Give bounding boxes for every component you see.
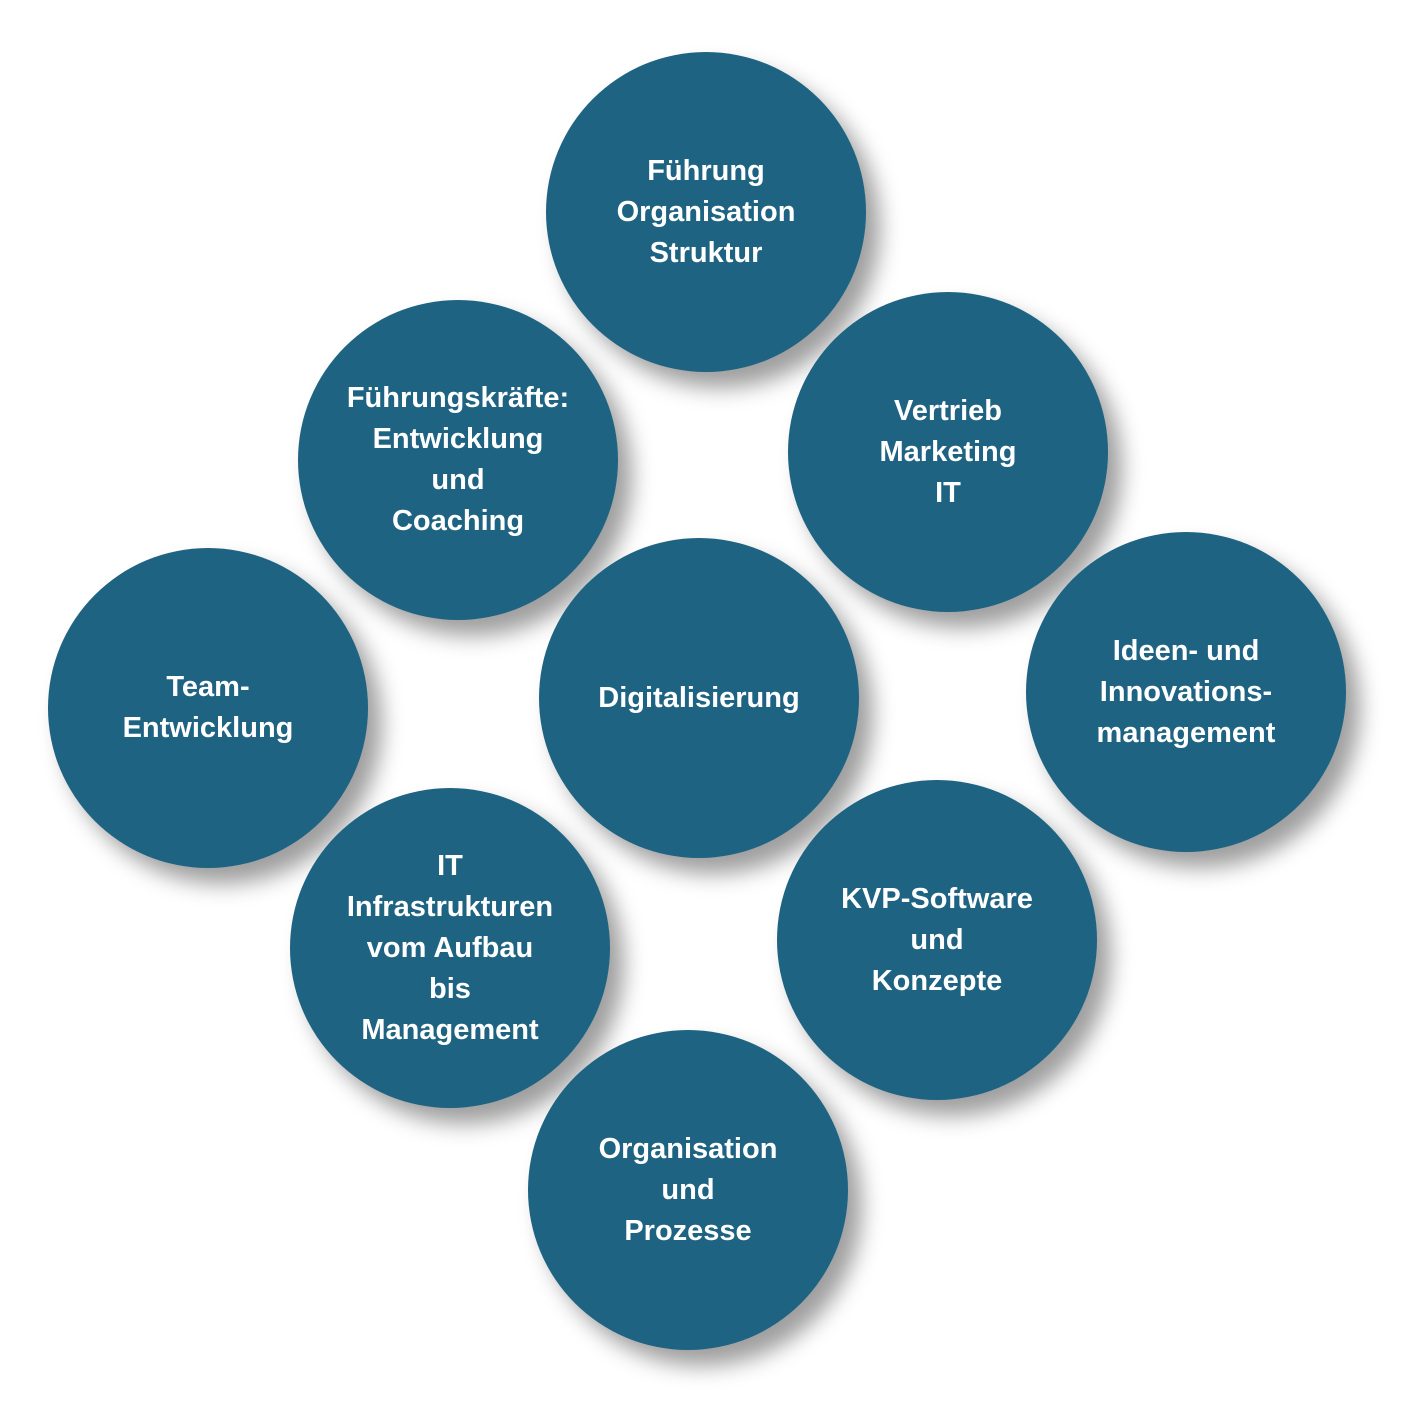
circle-label-line: Vertrieb — [893, 394, 1002, 427]
circle-fuehrung-organisation-struktur: Führung Organisation Struktur — [546, 52, 866, 372]
circle-label-line: Struktur — [649, 236, 763, 269]
circle-label-line: vom Aufbau — [366, 931, 534, 964]
circle-label-line: und — [661, 1173, 715, 1206]
circle-label-line: und — [431, 464, 485, 496]
circle-vertrieb-marketing-it: Vertrieb Marketing IT — [788, 292, 1108, 612]
circle-label-line: IT — [935, 476, 961, 509]
circle-label-line: Team- — [166, 671, 250, 703]
circle-label-line: Führung — [647, 154, 765, 187]
circle-label: Organisation und Prozesse — [599, 1129, 778, 1252]
circle-label-line: Management — [361, 1013, 539, 1046]
circle-label-line: Konzepte — [871, 964, 1003, 997]
circle-organisation-prozesse: Organisation und Prozesse — [528, 1030, 848, 1350]
circle-label-line: Organisation — [598, 1132, 778, 1165]
circle-label-line: Führungskräfte: — [346, 382, 570, 414]
circle-label-line: Organisation — [616, 195, 796, 228]
circle-label-line: IT — [437, 849, 463, 882]
circle-label-line: Marketing — [879, 435, 1017, 468]
circle-team-entwicklung: Team- Entwicklung — [48, 548, 368, 868]
circle-label: Führungskräfte: Entwicklung und Coaching — [347, 378, 569, 542]
circle-kvp-software-konzepte: KVP-Software und Konzepte — [777, 780, 1097, 1100]
circle-label: Digitalisierung — [598, 678, 799, 719]
circle-label-line: Innovations- — [1099, 675, 1273, 708]
circle-digitalisierung: Digitalisierung — [539, 538, 859, 858]
circle-label-line: Infrastrukturen — [346, 890, 554, 923]
circle-label-line: Entwicklung — [372, 423, 544, 455]
circle-label: KVP-Software und Konzepte — [841, 879, 1033, 1002]
circle-label-line: Prozesse — [624, 1214, 752, 1247]
circle-label: IT Infrastrukturen vom Aufbau bis Manage… — [347, 846, 553, 1051]
circle-label-line: bis — [429, 972, 471, 1005]
circle-fuehrungskraefte-coaching: Führungskräfte: Entwicklung und Coaching — [298, 300, 618, 620]
circle-it-infrastrukturen: IT Infrastrukturen vom Aufbau bis Manage… — [290, 788, 610, 1108]
circle-label-line: Digitalisierung — [598, 681, 800, 714]
circle-label-line: KVP-Software — [841, 882, 1033, 915]
circle-label: Vertrieb Marketing IT — [880, 391, 1017, 514]
circle-label-line: Ideen- und — [1112, 634, 1260, 667]
circle-label-line: und — [910, 923, 964, 956]
circle-label-line: management — [1096, 716, 1276, 749]
circle-label-line: Entwicklung — [122, 712, 294, 744]
circle-label: Führung Organisation Struktur — [617, 151, 796, 274]
circle-ideen-innovationsmanagement: Ideen- und Innovations- management — [1026, 532, 1346, 852]
circle-label-line: Coaching — [391, 505, 525, 537]
circle-label: Team- Entwicklung — [123, 667, 294, 749]
circle-label: Ideen- und Innovations- management — [1097, 631, 1276, 754]
